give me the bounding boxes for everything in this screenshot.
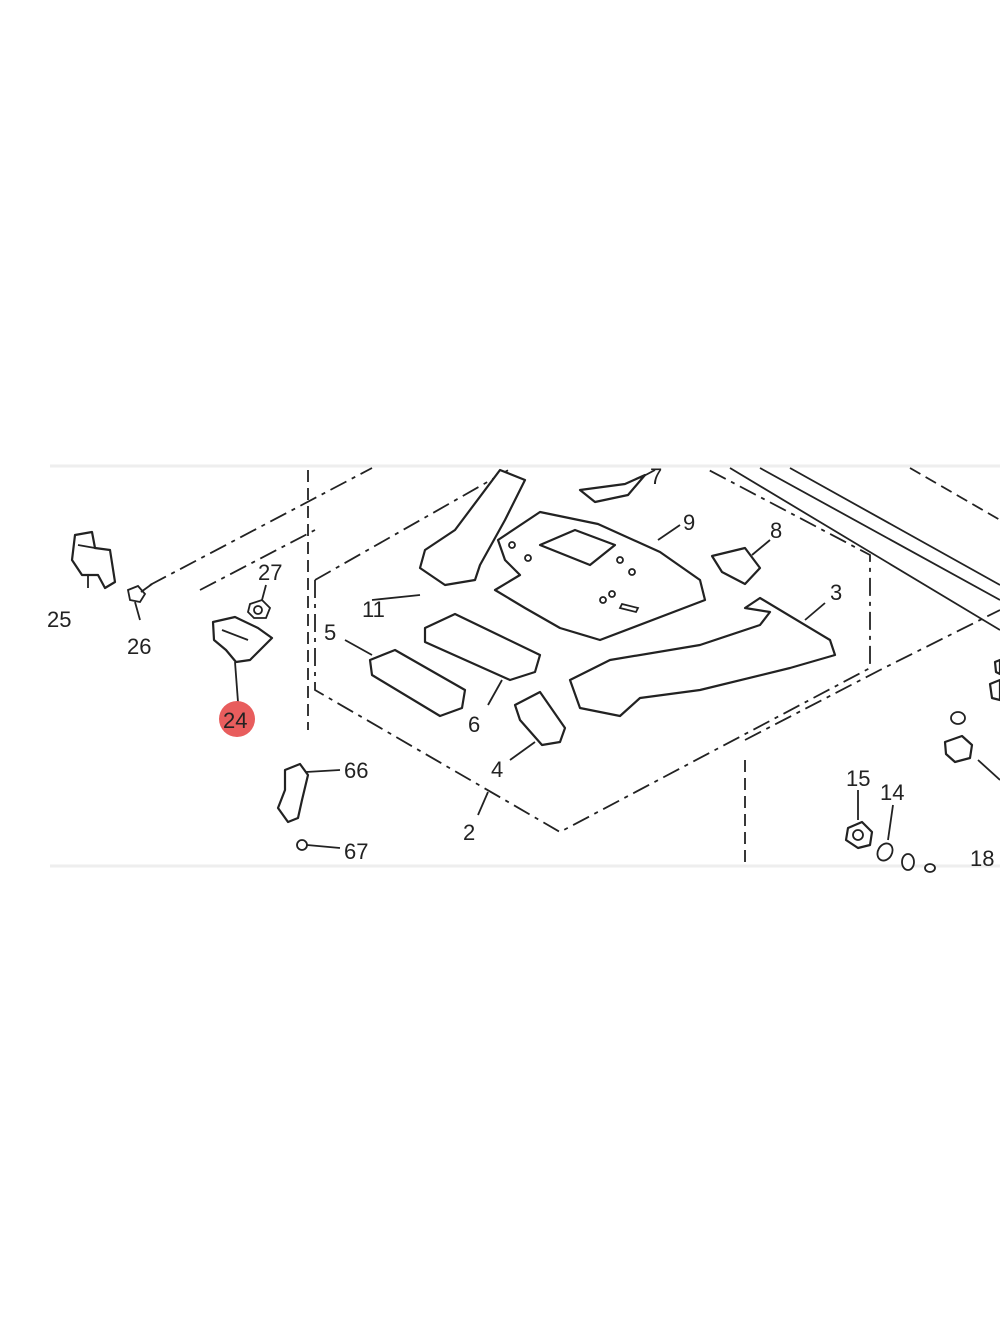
part-66-clip — [276, 762, 341, 824]
callout-2: 2 — [463, 820, 475, 845]
leader-2 — [477, 791, 489, 816]
part-26-bolt — [126, 583, 153, 621]
callout-18: 18 — [970, 846, 994, 871]
part-67-screw — [296, 839, 341, 851]
guide-line-27 — [199, 529, 316, 591]
callout-3: 3 — [830, 580, 842, 605]
callout-8: 8 — [770, 518, 782, 543]
assembly-outline-2 — [307, 467, 1000, 866]
callout-9: 9 — [683, 510, 695, 535]
callout-25: 25 — [47, 607, 71, 632]
callout-67: 67 — [344, 839, 368, 864]
callout-7: 7 — [650, 464, 662, 489]
callout-14: 14 — [880, 780, 904, 805]
frame-rails — [729, 467, 1000, 631]
part-24-hinge — [211, 615, 274, 703]
part-7-wedge — [578, 469, 656, 504]
part-5-pad — [344, 639, 467, 718]
part-15-bushing — [844, 790, 874, 850]
part-9-plate — [493, 510, 707, 642]
callout-11: 11 — [362, 597, 385, 622]
callout-15: 15 — [846, 766, 870, 791]
part-25-bracket — [70, 530, 117, 590]
callout-6: 6 — [468, 712, 480, 737]
callout-27: 27 — [258, 560, 282, 585]
part-27-nut — [247, 584, 272, 619]
highlight-marker — [219, 701, 255, 737]
part-14-washer — [876, 804, 894, 862]
callout-4: 4 — [491, 757, 503, 782]
part-3-pad — [568, 596, 837, 718]
part-8-wedge — [710, 539, 771, 586]
guide-line-26 — [149, 467, 373, 586]
callout-24: 24 — [223, 708, 247, 733]
part-4-block — [509, 690, 567, 761]
part-11-pad — [371, 468, 527, 601]
callout-26: 26 — [127, 634, 151, 659]
callout-66: 66 — [344, 758, 368, 783]
callout-5: 5 — [324, 620, 336, 645]
part-6-pad — [423, 612, 542, 706]
part-misc-washers — [901, 658, 1000, 873]
